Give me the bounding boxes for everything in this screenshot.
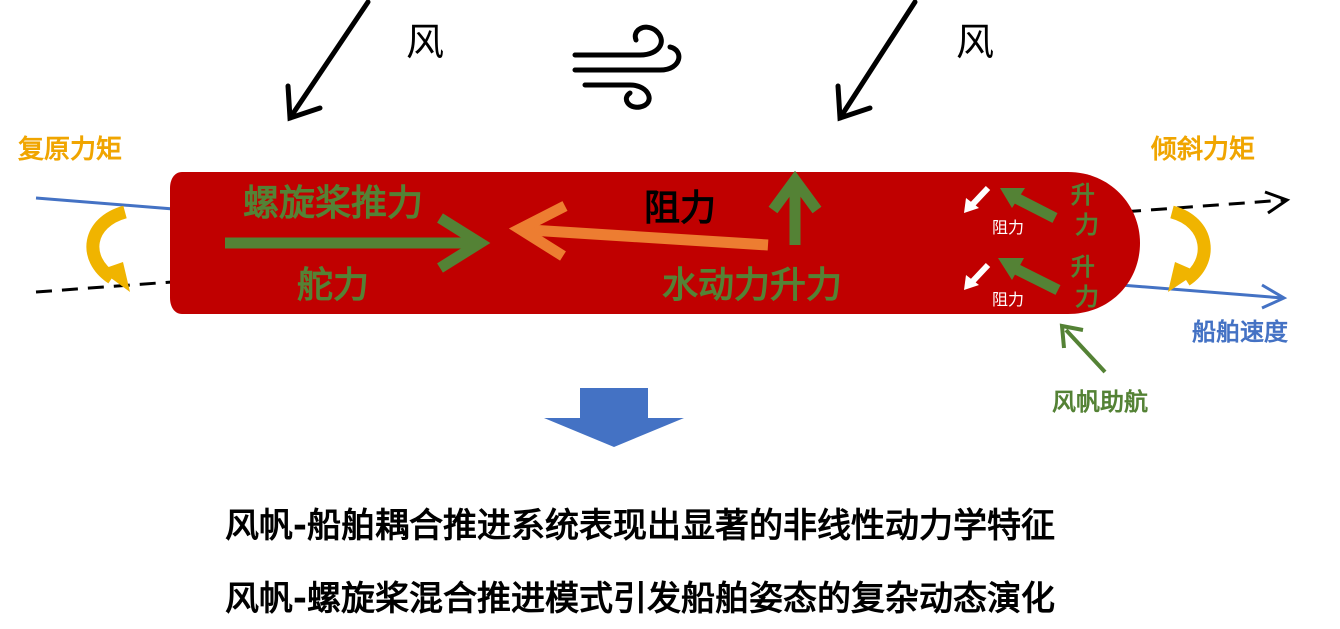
sail-lift-char: 升 <box>1071 253 1095 281</box>
hydro-lift-label: 水动力升力 <box>662 265 842 306</box>
sail-lift-char: 力 <box>1075 211 1099 239</box>
conclusion-line-2: 风帆-螺旋桨混合推进模式引发船舶姿态的复杂动态演化 <box>225 579 1055 619</box>
sail-lift-char: 力 <box>1075 283 1099 311</box>
drag-label: 阻力 <box>644 188 716 229</box>
sail-lift-label-bottom: 升 力 <box>1071 253 1103 311</box>
ship-speed-arrowhead <box>1261 283 1288 310</box>
sail-lift-char: 升 <box>1071 181 1095 209</box>
wind-label-left: 风 <box>406 20 444 64</box>
heading-dashed-arrowhead <box>1264 190 1291 215</box>
sail-drag-arrow-top <box>964 185 991 213</box>
sail-drag-label-bottom: 阻力 <box>992 290 1024 309</box>
ship-speed-label: 船舶速度 <box>1192 318 1289 346</box>
wind-gust-icon <box>572 24 682 110</box>
sail-lift-arrow-bottom <box>998 258 1061 295</box>
wind-label-right: 风 <box>956 20 994 64</box>
restoring-moment-label: 复原力矩 <box>18 135 122 165</box>
heeling-moment-label: 倾斜力矩 <box>1150 135 1255 165</box>
propeller-thrust-arrow <box>225 213 491 273</box>
sail-drag-arrow-bottom <box>964 262 991 290</box>
restoring-moment-arrow <box>86 205 130 292</box>
wind-sail-assist-arrow <box>1059 323 1107 374</box>
rudder-force-label: 舵力 <box>297 265 369 306</box>
sail-lift-arrow-top <box>1000 188 1058 223</box>
sail-drag-label-top: 阻力 <box>992 218 1024 237</box>
conclusion-line-1: 风帆-船舶耦合推进系统表现出显著的非线性动力学特征 <box>225 506 1055 546</box>
propeller-thrust-label: 螺旋桨推力 <box>243 183 423 224</box>
drag-arrow <box>508 201 769 261</box>
wind-sail-assist-label: 风帆助航 <box>1052 388 1148 416</box>
down-arrow-icon <box>544 388 684 447</box>
sail-lift-label-top: 升 力 <box>1071 181 1103 239</box>
wind-arrow-left <box>285 0 371 122</box>
hydro-lift-arrow <box>768 170 822 245</box>
wind-arrow-right <box>835 0 918 122</box>
heeling-moment-arrow <box>1168 205 1211 292</box>
